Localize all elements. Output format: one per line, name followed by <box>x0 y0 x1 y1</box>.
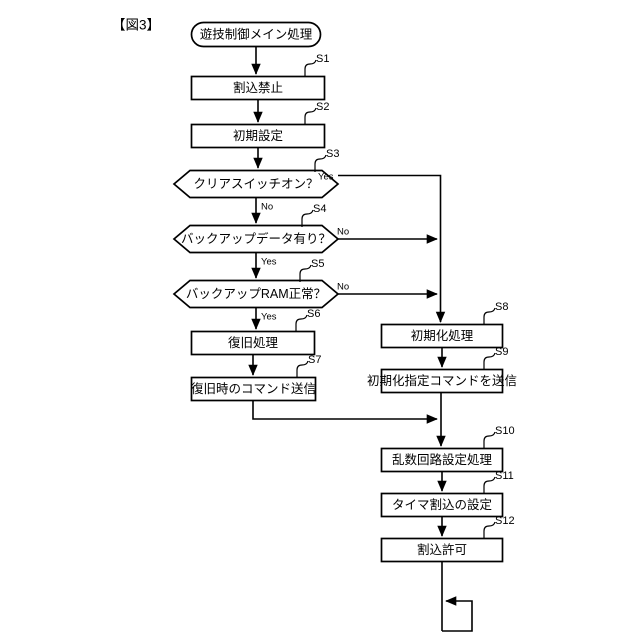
decision-s3-shape <box>172 169 340 199</box>
branch-label-s3-no: No <box>261 202 273 213</box>
process-s8-label: 初期化処理 <box>411 329 474 343</box>
leader-s3 <box>314 154 327 172</box>
decision-s5-shape <box>172 279 340 309</box>
step-label-s9: S9 <box>495 346 508 358</box>
leader-s1 <box>304 59 317 77</box>
process-s12-label: 割込許可 <box>417 542 467 557</box>
step-label-s12: S12 <box>495 515 515 527</box>
process-s1-label: 割込禁止 <box>233 80 283 95</box>
leader-s4 <box>301 209 314 227</box>
decision-s4-label: バックアップデータ有り？ <box>181 231 331 246</box>
process-s2-label: 初期設定 <box>233 128 283 143</box>
leader-s10 <box>483 431 496 449</box>
process-s9-label: 初期化指定コマンドを送信 <box>367 373 517 388</box>
step-label-s7: S7 <box>308 354 321 366</box>
leader-s6 <box>295 314 308 332</box>
step-label-s5: S5 <box>311 258 324 270</box>
process-s10-label: 乱数回路設定処理 <box>392 452 493 467</box>
step-label-s3: S3 <box>326 148 339 160</box>
leader-s11 <box>483 476 496 494</box>
decision-s3-label: クリアスイッチオン？ <box>193 177 318 191</box>
step-label-s6: S6 <box>307 308 320 320</box>
step-label-s8: S8 <box>495 301 508 313</box>
step-label-s1: S1 <box>316 53 329 65</box>
leader-s12 <box>483 521 496 539</box>
branch-label-s4-no: No <box>337 227 349 238</box>
step-label-s4: S4 <box>313 203 326 215</box>
connector-loop-back <box>442 596 473 632</box>
step-label-s2: S2 <box>316 101 329 113</box>
leader-s7 <box>296 360 309 378</box>
terminator-start-label: 遊技制御メイン処理 <box>200 26 313 41</box>
decision-s4-shape <box>172 224 340 254</box>
connector-s3-yes-to-s8 <box>338 174 446 323</box>
process-s6-label: 復旧処理 <box>228 335 279 350</box>
step-label-s11: S11 <box>495 470 514 482</box>
connector-s7-to-trunk <box>252 400 438 424</box>
branch-label-s4-yes: Yes <box>261 257 277 268</box>
branch-label-s5-no: No <box>337 282 349 293</box>
branch-label-s5-yes: Yes <box>261 312 277 323</box>
figure-title: 【図3】 <box>112 18 160 33</box>
process-s7-label: 復旧時のコマンド送信 <box>191 381 316 396</box>
branch-label-s3-yes: Yes <box>318 172 334 183</box>
leader-s9 <box>483 352 496 370</box>
process-s11-label: タイマ割込の設定 <box>392 497 492 512</box>
leader-s5 <box>299 264 312 282</box>
leader-s8 <box>483 307 496 325</box>
decision-s5-label: バックアップRAM正常？ <box>186 287 326 301</box>
step-label-s10: S10 <box>495 425 515 437</box>
process-s9-shape <box>380 368 504 394</box>
leader-s2 <box>304 107 317 125</box>
